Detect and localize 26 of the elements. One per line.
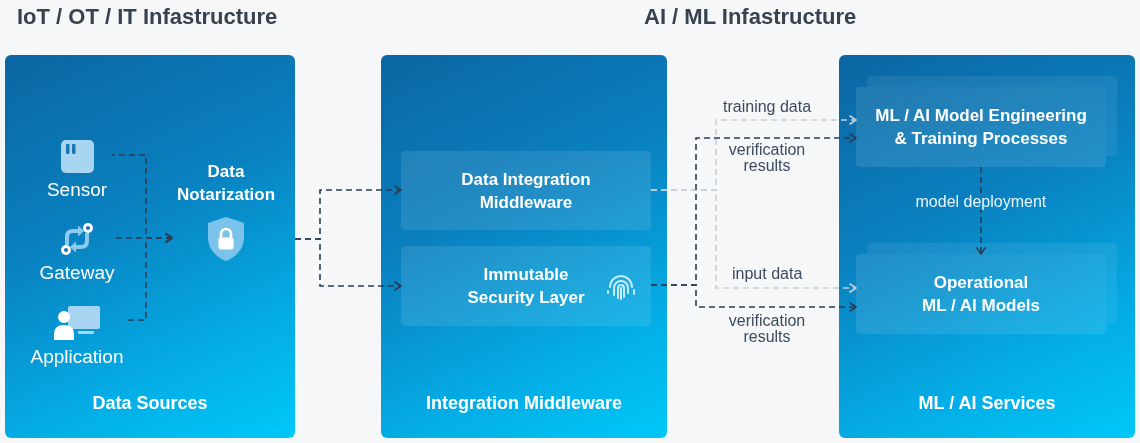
- device-label: Sensor: [46, 179, 108, 201]
- section-heading: AI / ML Infastructure: [644, 5, 857, 29]
- dashed-arrow: [650, 284, 857, 312]
- box-label: Operational ML / AI Models: [921, 272, 1041, 317]
- section-heading: IoT / OT / IT Infastructure: [17, 5, 278, 29]
- panel-title: ML / AI Services: [918, 392, 1056, 414]
- dashed-arrow: [125, 233, 173, 321]
- device-label: Gateway: [39, 262, 115, 284]
- panel-title: Integration Middleware: [426, 392, 622, 414]
- process-box: [401, 151, 651, 230]
- process-box: [856, 87, 1106, 167]
- box-label: Immutable Security Layer: [466, 264, 586, 309]
- process-box: [856, 254, 1106, 334]
- device-label: Application: [30, 346, 124, 368]
- panel: [839, 55, 1135, 438]
- panel: [381, 55, 667, 438]
- process-box: [401, 246, 651, 326]
- dashed-arrow: [976, 166, 986, 255]
- dashed-arrow: [650, 189, 857, 293]
- section-label: Data Notarization: [175, 161, 277, 206]
- panel-title: Data Sources: [92, 392, 208, 414]
- box-label: Data Integration Middleware: [460, 168, 592, 214]
- box-label: ML / AI Model Engineering & Training Processes: [874, 105, 1088, 150]
- panel: [5, 55, 295, 438]
- dashed-arrow: [294, 238, 402, 291]
- edge-label: training data: [720, 99, 815, 115]
